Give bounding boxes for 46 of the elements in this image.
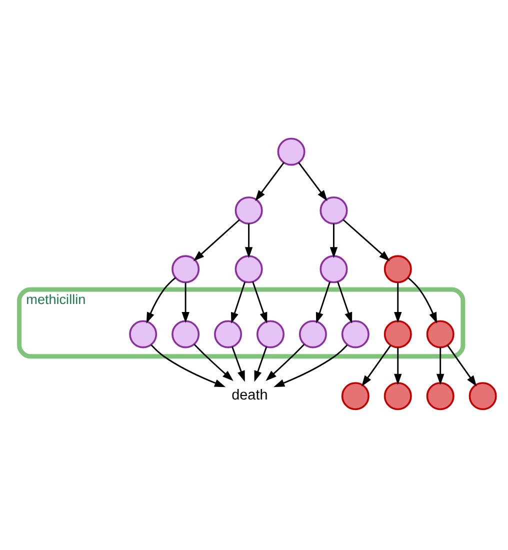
arrow <box>244 223 253 258</box>
arrow <box>362 344 392 386</box>
node-circle <box>426 320 454 348</box>
arrow <box>182 282 190 323</box>
node-circle <box>214 320 242 348</box>
node-circle <box>341 320 370 348</box>
node-circle <box>320 196 348 224</box>
arrow <box>255 162 284 201</box>
node-circle <box>256 320 284 348</box>
node-circle <box>468 382 497 410</box>
node-circle <box>320 254 348 283</box>
arrow <box>298 162 328 201</box>
node-circle <box>129 320 158 348</box>
node-text: death <box>232 387 268 404</box>
arrow <box>252 280 268 323</box>
arrow <box>436 347 444 384</box>
node-circle <box>172 320 200 348</box>
node-circle <box>384 254 412 283</box>
node-circle <box>384 320 412 348</box>
arrow <box>266 343 305 381</box>
arrow <box>394 347 402 384</box>
arrow <box>232 346 245 382</box>
node-circle <box>298 320 327 348</box>
arrow <box>316 281 331 324</box>
node-circle <box>277 137 306 166</box>
node-circle <box>384 382 412 410</box>
arrow <box>150 344 226 387</box>
cluster <box>17 286 466 358</box>
arrow <box>254 346 268 382</box>
arrow <box>446 344 477 386</box>
node-label: methicillin <box>26 291 86 306</box>
arrow <box>231 281 246 324</box>
arrow <box>274 344 348 387</box>
arrow <box>146 276 176 323</box>
arrow <box>342 218 390 261</box>
node-circle <box>234 196 263 224</box>
arrow <box>408 276 438 323</box>
node-circle <box>172 254 200 283</box>
arrow <box>337 280 352 323</box>
arrow <box>194 343 234 381</box>
node-circle <box>341 382 370 410</box>
node-circle <box>426 382 454 410</box>
node-circle <box>234 254 263 283</box>
arrow <box>193 218 240 261</box>
arrow <box>330 223 338 258</box>
arrow <box>394 282 402 323</box>
